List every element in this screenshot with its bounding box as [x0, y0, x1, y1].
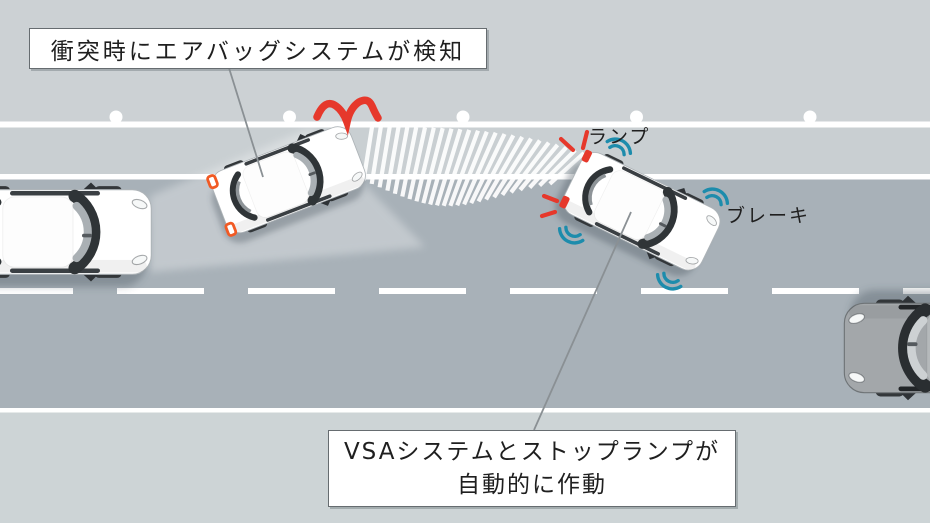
callout-airbag-text: 衝突時にエアバッグシステムが検知 [50, 38, 466, 65]
hazard-taillight-icon [224, 221, 238, 237]
callout-vsa-line1: VSAシステムとストップランプが [343, 438, 721, 465]
callout-vsa-line2: 自動的に作動 [457, 471, 607, 498]
callout-vsa-activate: VSAシステムとストップランプが 自動的に作動 [328, 430, 736, 507]
lane-line-second [0, 174, 930, 180]
callout-leader-lines [228, 67, 632, 431]
collided-car [200, 117, 373, 248]
hazard-taillight-icon [206, 174, 219, 190]
stoplamp-flash-icon [539, 129, 590, 219]
collision-impact-icon [313, 96, 382, 136]
road-studs [109, 110, 817, 124]
lane-line-top [0, 121, 930, 128]
lane-line-bottom [0, 408, 930, 413]
label-lamp: ランプ [588, 126, 651, 148]
callout-airbag-detect: 衝突時にエアバッグシステムが検知 [29, 28, 487, 69]
stoplamp-icon [581, 149, 593, 163]
stoplamp-icon [559, 195, 570, 209]
trailing-car [0, 183, 151, 287]
impact-sweep-fan [361, 126, 586, 207]
braking-car [549, 140, 728, 285]
airbag-leader-line [228, 67, 264, 178]
vsa-leader-line [533, 211, 632, 431]
label-brake: ブレーキ [726, 205, 811, 227]
oncoming-car [844, 290, 930, 400]
